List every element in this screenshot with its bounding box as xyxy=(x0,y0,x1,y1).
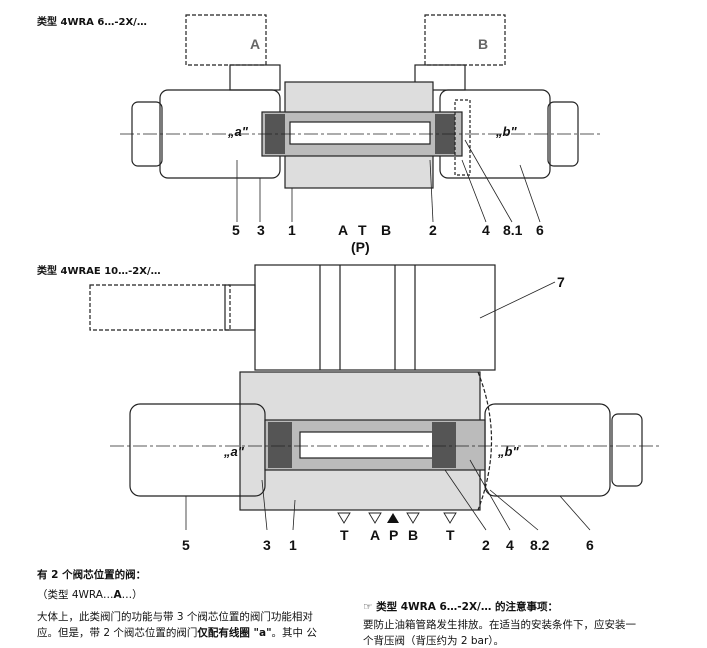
port-p: (P) xyxy=(351,239,370,255)
port-triangles xyxy=(337,512,457,524)
callout-8-1: 8.1 xyxy=(503,222,523,238)
type-bold: A xyxy=(113,589,122,601)
figure2-drawing xyxy=(89,264,660,531)
figure1-drawing xyxy=(120,14,600,223)
port-t1: T xyxy=(340,527,349,543)
callout-6: 6 xyxy=(536,222,544,238)
connector-b xyxy=(424,14,506,66)
callout-1b: 1 xyxy=(289,537,297,553)
callout-5b: 5 xyxy=(182,537,190,553)
note-line-2: 个背压阀（背压约为 2 bar）。 xyxy=(363,635,505,647)
figure2-title: 类型 4WRAE 10…-2X/… xyxy=(37,266,161,277)
port-b2: B xyxy=(408,527,419,543)
callout-4: 4 xyxy=(482,222,490,238)
coil-b-label: „b" xyxy=(496,124,517,139)
pointing-hand-icon: ☞ xyxy=(363,601,373,613)
callout-4b: 4 xyxy=(506,537,514,553)
coil-a2-label: „a" xyxy=(224,444,244,459)
type-suffix: …） xyxy=(121,589,143,601)
callout-6b: 6 xyxy=(586,537,594,553)
callout-3: 3 xyxy=(257,222,265,238)
para-2c: 。其中 公 xyxy=(271,627,317,639)
coil-b2-label: „b" xyxy=(498,444,519,459)
port-a2: A xyxy=(370,527,381,543)
port-p2: P xyxy=(389,527,399,543)
callout-2b: 2 xyxy=(482,537,490,553)
port-t: T xyxy=(358,222,367,238)
callout-5: 5 xyxy=(232,222,240,238)
solenoid-a-label: A xyxy=(250,36,261,52)
note-line-1: 要防止油箱管路发生排放。在适当的安装条件下，应安装一 xyxy=(363,619,636,631)
solenoid-b-label: B xyxy=(478,36,489,52)
section-heading: 有 2 个阀芯位置的阀： xyxy=(37,569,147,581)
callout-8-2: 8.2 xyxy=(530,537,550,553)
pilot-valve xyxy=(254,264,496,371)
para-2a: 应。但是，带 2 个阀芯位置的阀门 xyxy=(37,627,198,639)
para-line-1: 大体上，此类阀门的功能与带 3 个阀芯位置的阀门功能相对 xyxy=(37,611,313,623)
callout-1: 1 xyxy=(288,222,296,238)
port-a: A xyxy=(338,222,349,238)
port-b: B xyxy=(381,222,392,238)
port-t2: T xyxy=(446,527,455,543)
figure1-title: 类型 4WRA 6…-2X/… xyxy=(37,17,147,28)
para-line-2: 应。但是，带 2 个阀芯位置的阀门仅配有线圈 "a"。其中 公 xyxy=(37,625,317,641)
callout-3b: 3 xyxy=(263,537,271,553)
callout-2: 2 xyxy=(429,222,437,238)
note-heading: 类型 4WRA 6…-2X/… 的注意事项： xyxy=(376,601,559,613)
type-prefix: （类型 4WRA… xyxy=(37,589,114,601)
pilot-connector xyxy=(89,284,231,331)
note-heading-line: ☞ 类型 4WRA 6…-2X/… 的注意事项： xyxy=(363,599,558,615)
callout-7: 7 xyxy=(557,274,565,290)
type-line: （类型 4WRA…A…） xyxy=(37,587,143,603)
coil-a-label: „a" xyxy=(228,124,248,139)
connector-a xyxy=(185,14,267,66)
para-2b: 仅配有线圈 "a" xyxy=(197,627,272,639)
